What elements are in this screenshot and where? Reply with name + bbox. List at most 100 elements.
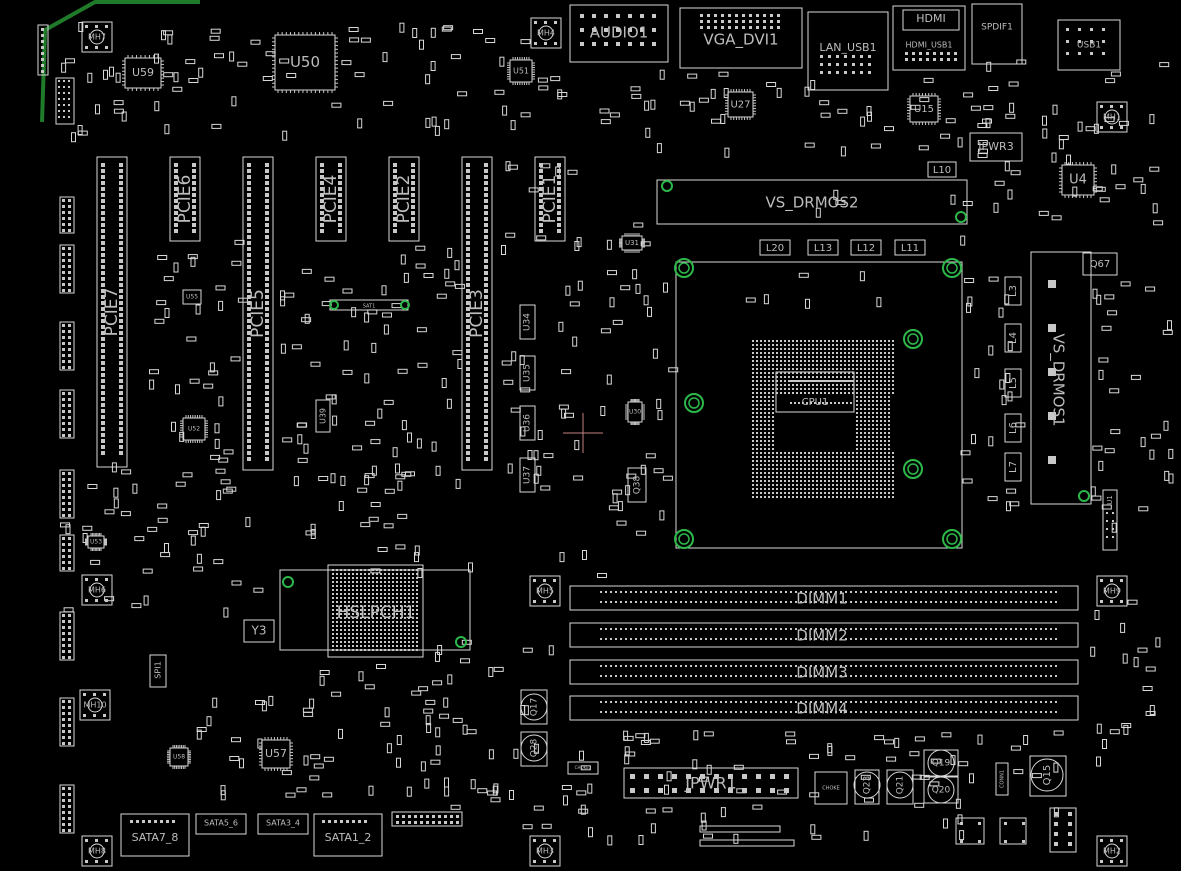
smd-component xyxy=(625,751,636,757)
mounting-hole-icon xyxy=(89,582,105,598)
side-header-pins xyxy=(62,199,71,232)
bottom-header-pins xyxy=(396,815,459,824)
smd-component xyxy=(643,295,649,306)
smd-block xyxy=(955,817,985,845)
spi1-header xyxy=(149,654,167,688)
smd-component xyxy=(303,443,309,454)
smd-component xyxy=(959,830,965,841)
smd-component xyxy=(229,51,235,62)
smd-component xyxy=(985,118,991,129)
smd-component xyxy=(208,370,219,376)
side-header-pins xyxy=(62,472,71,517)
smd-component xyxy=(950,194,956,205)
cpu-pad-grid-right xyxy=(856,396,890,450)
smd-component xyxy=(607,835,613,846)
smd-component xyxy=(490,797,501,803)
pcie5-pins xyxy=(247,163,269,461)
smd-component xyxy=(220,479,231,485)
smd-component xyxy=(430,61,436,71)
smd-component xyxy=(331,102,342,108)
smd-component xyxy=(943,818,948,829)
q38-label: Q38 xyxy=(633,475,643,494)
dimm3-slot xyxy=(569,659,1079,685)
smd-component xyxy=(520,112,531,118)
smd-component xyxy=(1051,215,1062,221)
smd-component xyxy=(310,754,321,760)
smd-component xyxy=(214,438,220,449)
smd-component xyxy=(606,239,612,250)
smd-component xyxy=(1153,220,1164,226)
smd-component xyxy=(284,292,295,298)
pad-row xyxy=(85,25,108,28)
pch-ball-grid xyxy=(332,569,418,651)
smd-component xyxy=(1107,310,1118,316)
smd-component xyxy=(342,288,353,294)
usb-pins xyxy=(1066,28,1105,55)
l7-label: L7 xyxy=(1008,461,1019,473)
smd-component xyxy=(444,786,450,797)
smd-component xyxy=(804,86,810,97)
smd-component xyxy=(914,736,925,742)
smd-component xyxy=(663,282,668,293)
smd-component xyxy=(624,754,630,765)
smd-component xyxy=(606,374,612,385)
smd-component xyxy=(804,142,815,148)
smd-component xyxy=(223,449,234,455)
usb-connector xyxy=(1057,19,1121,71)
u57-chip xyxy=(261,739,291,769)
smd-component xyxy=(960,235,966,246)
socket-mount-hole xyxy=(942,529,962,549)
smd-component xyxy=(643,732,649,743)
smd-component xyxy=(380,721,391,727)
mh_bottom_left-label: MH8 xyxy=(88,847,106,856)
smd-component xyxy=(957,137,963,148)
dimm4-label: DIMM4 xyxy=(796,700,847,718)
smd-component xyxy=(418,686,429,692)
smd-component xyxy=(662,475,673,481)
smd-component xyxy=(977,140,988,145)
smd-component xyxy=(113,498,119,509)
smd-component xyxy=(309,775,320,781)
smd-component xyxy=(668,367,679,373)
u55-chip xyxy=(182,289,202,305)
smd-component xyxy=(656,398,662,409)
vrm_right-label: VS_DRMOS1 xyxy=(1049,333,1068,426)
smd-component xyxy=(679,100,690,106)
smd-component xyxy=(664,784,669,795)
smd-component xyxy=(250,39,261,45)
smd-component xyxy=(164,124,170,135)
smd-component xyxy=(950,755,956,766)
smd-component xyxy=(231,96,237,107)
smd-component xyxy=(1098,460,1104,471)
smd-component xyxy=(196,729,202,740)
smd-component xyxy=(528,187,539,193)
sata1-2-connector xyxy=(313,813,383,857)
pad-row xyxy=(1100,860,1123,863)
smd-component xyxy=(1149,114,1155,125)
pcie7-label: PCIE7 xyxy=(102,288,122,337)
smd-component xyxy=(644,100,650,111)
smd-component xyxy=(550,76,561,82)
lan-pins xyxy=(820,55,871,74)
smd-block-pins xyxy=(1054,812,1072,846)
pcie6-pins xyxy=(174,163,196,233)
side-header xyxy=(59,697,75,747)
smd-component xyxy=(285,792,296,798)
smd-component xyxy=(689,101,695,112)
q23-frame xyxy=(854,769,880,805)
smd-component xyxy=(253,587,264,593)
smd-component xyxy=(431,116,437,127)
smd-component xyxy=(131,603,142,609)
smd-component xyxy=(425,74,431,85)
smd-component xyxy=(364,473,375,479)
smd-component xyxy=(502,105,508,116)
hdmi_usb-label: HDMI_USB1 xyxy=(906,41,953,50)
smd-component xyxy=(776,87,782,98)
smd-component xyxy=(157,517,168,523)
smd-component xyxy=(163,276,174,282)
smd-component xyxy=(962,478,973,484)
smd-component xyxy=(510,120,516,131)
smd-component xyxy=(833,189,839,200)
smd-component xyxy=(310,529,316,539)
smd-component xyxy=(1140,183,1146,194)
